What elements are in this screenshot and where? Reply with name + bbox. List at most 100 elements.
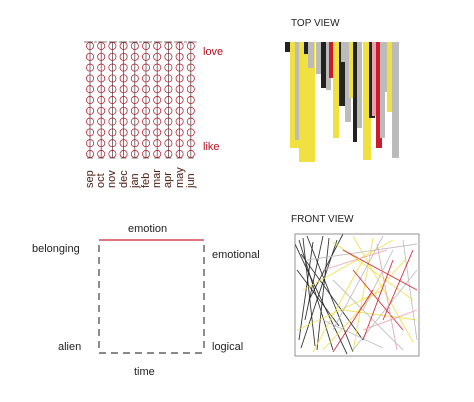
grid-circle [142, 150, 150, 158]
top-view-bar [321, 42, 329, 88]
front-view-line [382, 249, 414, 321]
grid-circle [108, 128, 117, 137]
front-view-line [362, 309, 418, 331]
front-view-line [376, 243, 398, 351]
grid-circle [153, 96, 162, 104]
month-label: nov [106, 170, 119, 188]
top-view-bar [376, 42, 382, 148]
front-view-title: FRONT VIEW [291, 214, 354, 225]
front-view-line [322, 249, 388, 271]
front-view-line [322, 259, 406, 351]
grid-circle [97, 117, 106, 126]
grid-circle [175, 96, 184, 104]
grid-circle [186, 85, 195, 94]
grid-circle [86, 42, 94, 50]
grid-circle [119, 52, 128, 61]
grid-circle [130, 139, 139, 148]
grid-circle [164, 128, 173, 137]
belonging-label: belonging [32, 243, 80, 255]
grid-circle [119, 85, 128, 94]
grid-circle [186, 52, 195, 61]
grid-circle [153, 106, 162, 115]
quadrant-frame [98, 239, 205, 354]
grid-circle [130, 63, 139, 72]
grid-circle [175, 85, 184, 94]
grid-circle [153, 42, 162, 50]
grid-circle [97, 128, 106, 137]
grid-circle [86, 63, 94, 72]
top-view-bar [285, 42, 290, 52]
top-view-bar [308, 42, 314, 68]
grid-circle [86, 150, 94, 158]
grid-circle [175, 42, 184, 50]
front-view-line [306, 243, 418, 261]
calendar-grid [84, 41, 197, 159]
grid-circle [97, 106, 106, 115]
grid-circle [108, 117, 117, 126]
love-label: love [203, 46, 224, 58]
grid-circle [186, 150, 195, 158]
grid-circle [186, 139, 195, 148]
grid-circle [142, 106, 150, 115]
grid-circle [108, 150, 117, 158]
grid-circle [97, 150, 106, 158]
front-view-line [362, 259, 394, 341]
grid-circle [119, 139, 128, 148]
grid-circle [108, 96, 117, 104]
month-label: may [173, 167, 186, 188]
grid-circle [175, 128, 184, 137]
front-view-line [352, 269, 418, 351]
grid-circle [142, 42, 150, 50]
top-view-bar [339, 42, 345, 106]
grid-circle [119, 128, 128, 137]
grid-circle [164, 117, 173, 126]
grid-circle [164, 139, 173, 148]
grid-circle [97, 52, 106, 61]
grid-circle [130, 150, 139, 158]
grid-circle [142, 96, 150, 104]
month-label: apr [162, 172, 175, 188]
time-label: time [134, 366, 155, 378]
front-view-line [342, 309, 418, 321]
grid-circle [186, 96, 195, 104]
grid-circle [164, 106, 173, 115]
top-view-bar [341, 42, 345, 62]
grid-circle [86, 74, 94, 83]
front-view-line [332, 279, 404, 351]
front-view-line [342, 249, 418, 291]
grid-circle [97, 96, 106, 104]
grid-circle [142, 74, 150, 83]
top-view-bar [372, 42, 376, 116]
grid-circle [164, 150, 173, 158]
grid-circle [108, 63, 117, 72]
front-view-line [402, 239, 418, 341]
front-view-line [352, 235, 414, 343]
top-view-bar [326, 42, 331, 90]
grid-circle [186, 128, 195, 137]
top-view-bar [345, 42, 351, 122]
top-view-bar [383, 42, 388, 92]
front-view-line [294, 243, 348, 355]
top-view-bar [299, 42, 315, 162]
grid-circle [175, 106, 184, 115]
grid-circle [164, 96, 173, 104]
top-view-bar [329, 42, 336, 78]
grid-circle [97, 63, 106, 72]
emotional-label: emotional [212, 249, 260, 261]
front-view-line [312, 259, 364, 353]
grid-circle [108, 74, 117, 83]
front-view-line [304, 235, 324, 321]
front-view-line [322, 319, 384, 349]
grid-circle [86, 96, 94, 104]
grid-circle [119, 96, 128, 104]
like-label: like [203, 141, 220, 153]
month-label: jan [128, 173, 141, 188]
front-view-line [300, 253, 364, 341]
grid-circle [153, 63, 162, 72]
grid-circle [164, 42, 173, 50]
grid-circle [108, 106, 117, 115]
grid-circle [108, 52, 117, 61]
grid-circle [86, 117, 94, 126]
grid-circle [130, 117, 139, 126]
grid-circle [119, 42, 128, 50]
